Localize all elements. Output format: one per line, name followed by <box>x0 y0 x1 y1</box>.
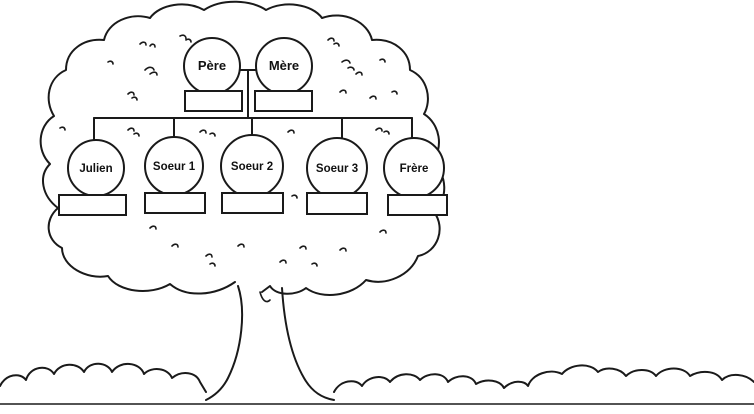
parent-node-pere: Père <box>183 37 243 112</box>
soeur1-label: Soeur 1 <box>153 161 196 173</box>
leaf-doodles <box>59 34 398 267</box>
mere-name-box[interactable] <box>254 90 313 112</box>
frere-name-box[interactable] <box>387 194 448 216</box>
child-node-soeur2: Soeur 2 <box>220 134 284 214</box>
soeur2-label: Soeur 2 <box>231 161 273 173</box>
pere-label: Père <box>198 58 226 73</box>
ground-bushes <box>0 362 754 393</box>
soeur2-name-box[interactable] <box>221 192 284 214</box>
julien-label: Julien <box>79 163 112 175</box>
child-node-soeur3: Soeur 3 <box>306 137 368 215</box>
child-node-frere: Frère <box>383 137 448 216</box>
mere-label: Mère <box>269 58 299 73</box>
tree-crown-outline <box>39 0 446 296</box>
child-node-soeur1: Soeur 1 <box>144 136 206 214</box>
soeur3-name-box[interactable] <box>306 192 368 215</box>
frere-label: Frère <box>400 163 429 175</box>
child-node-julien: Julien <box>58 139 127 216</box>
tree-trunk <box>205 285 244 401</box>
soeur3-label: Soeur 3 <box>316 163 358 175</box>
parent-node-mere: Mère <box>254 37 313 112</box>
trunk-knot <box>259 291 271 303</box>
soeur1-name-box[interactable] <box>144 192 206 214</box>
julien-name-box[interactable] <box>58 194 127 216</box>
tree-trunk-right <box>281 287 335 401</box>
pere-name-box[interactable] <box>184 90 243 112</box>
